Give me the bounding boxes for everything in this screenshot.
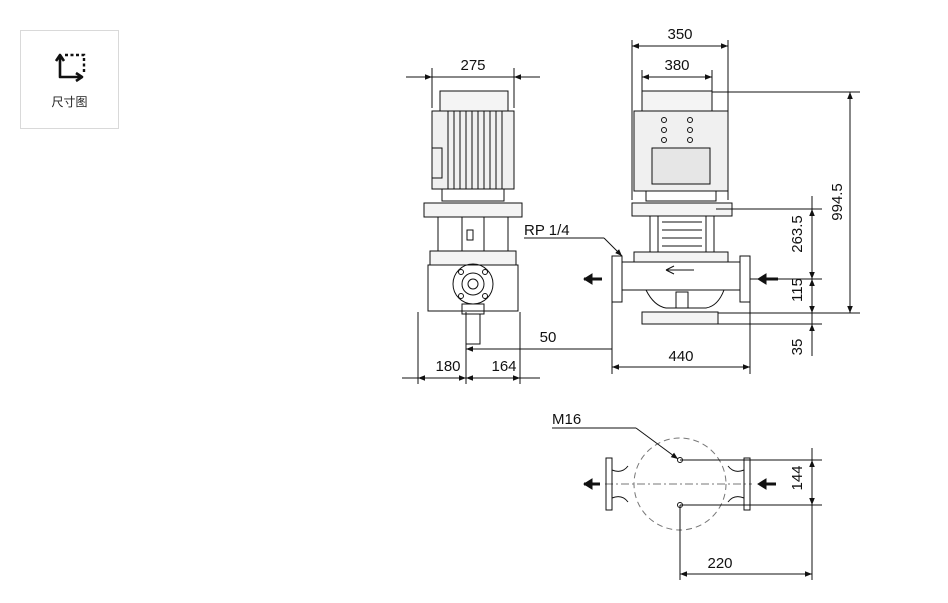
front-view-dimensions [524, 40, 860, 374]
dim-front-outer: 350 [667, 26, 692, 43]
dim-bolt-spacing: 144 [789, 465, 806, 490]
dim-port-to-port: 440 [668, 348, 693, 365]
bolt-label: M16 [552, 411, 581, 428]
side-view-pump [423, 90, 523, 345]
dim-front-inner: 380 [664, 57, 689, 74]
plan-view-pump [605, 437, 752, 531]
plan-flow-arrows [583, 478, 776, 490]
dim-side-right: 164 [491, 358, 516, 375]
dim-side-left: 180 [435, 358, 460, 375]
plan-view-dimensions [552, 427, 822, 580]
dim-bolt-offset: 220 [707, 555, 732, 572]
dim-base-height: 35 [789, 339, 806, 356]
dim-port-offset: 50 [540, 329, 557, 346]
dim-side-width: 275 [460, 57, 485, 74]
front-view-pump [611, 90, 751, 325]
dimensions-button[interactable]: 尺寸图 [20, 30, 119, 129]
dim-center-to-base: 115 [789, 278, 806, 302]
port-label: RP 1/4 [524, 222, 570, 239]
dimensions-button-label: 尺寸图 [51, 95, 88, 109]
front-flow-arrows [583, 273, 778, 285]
dim-total-height: 994.5 [829, 183, 846, 221]
side-view-dimensions [402, 68, 612, 384]
dimension-crop-icon [54, 53, 86, 83]
dim-motor-to-center: 263.5 [789, 215, 806, 253]
